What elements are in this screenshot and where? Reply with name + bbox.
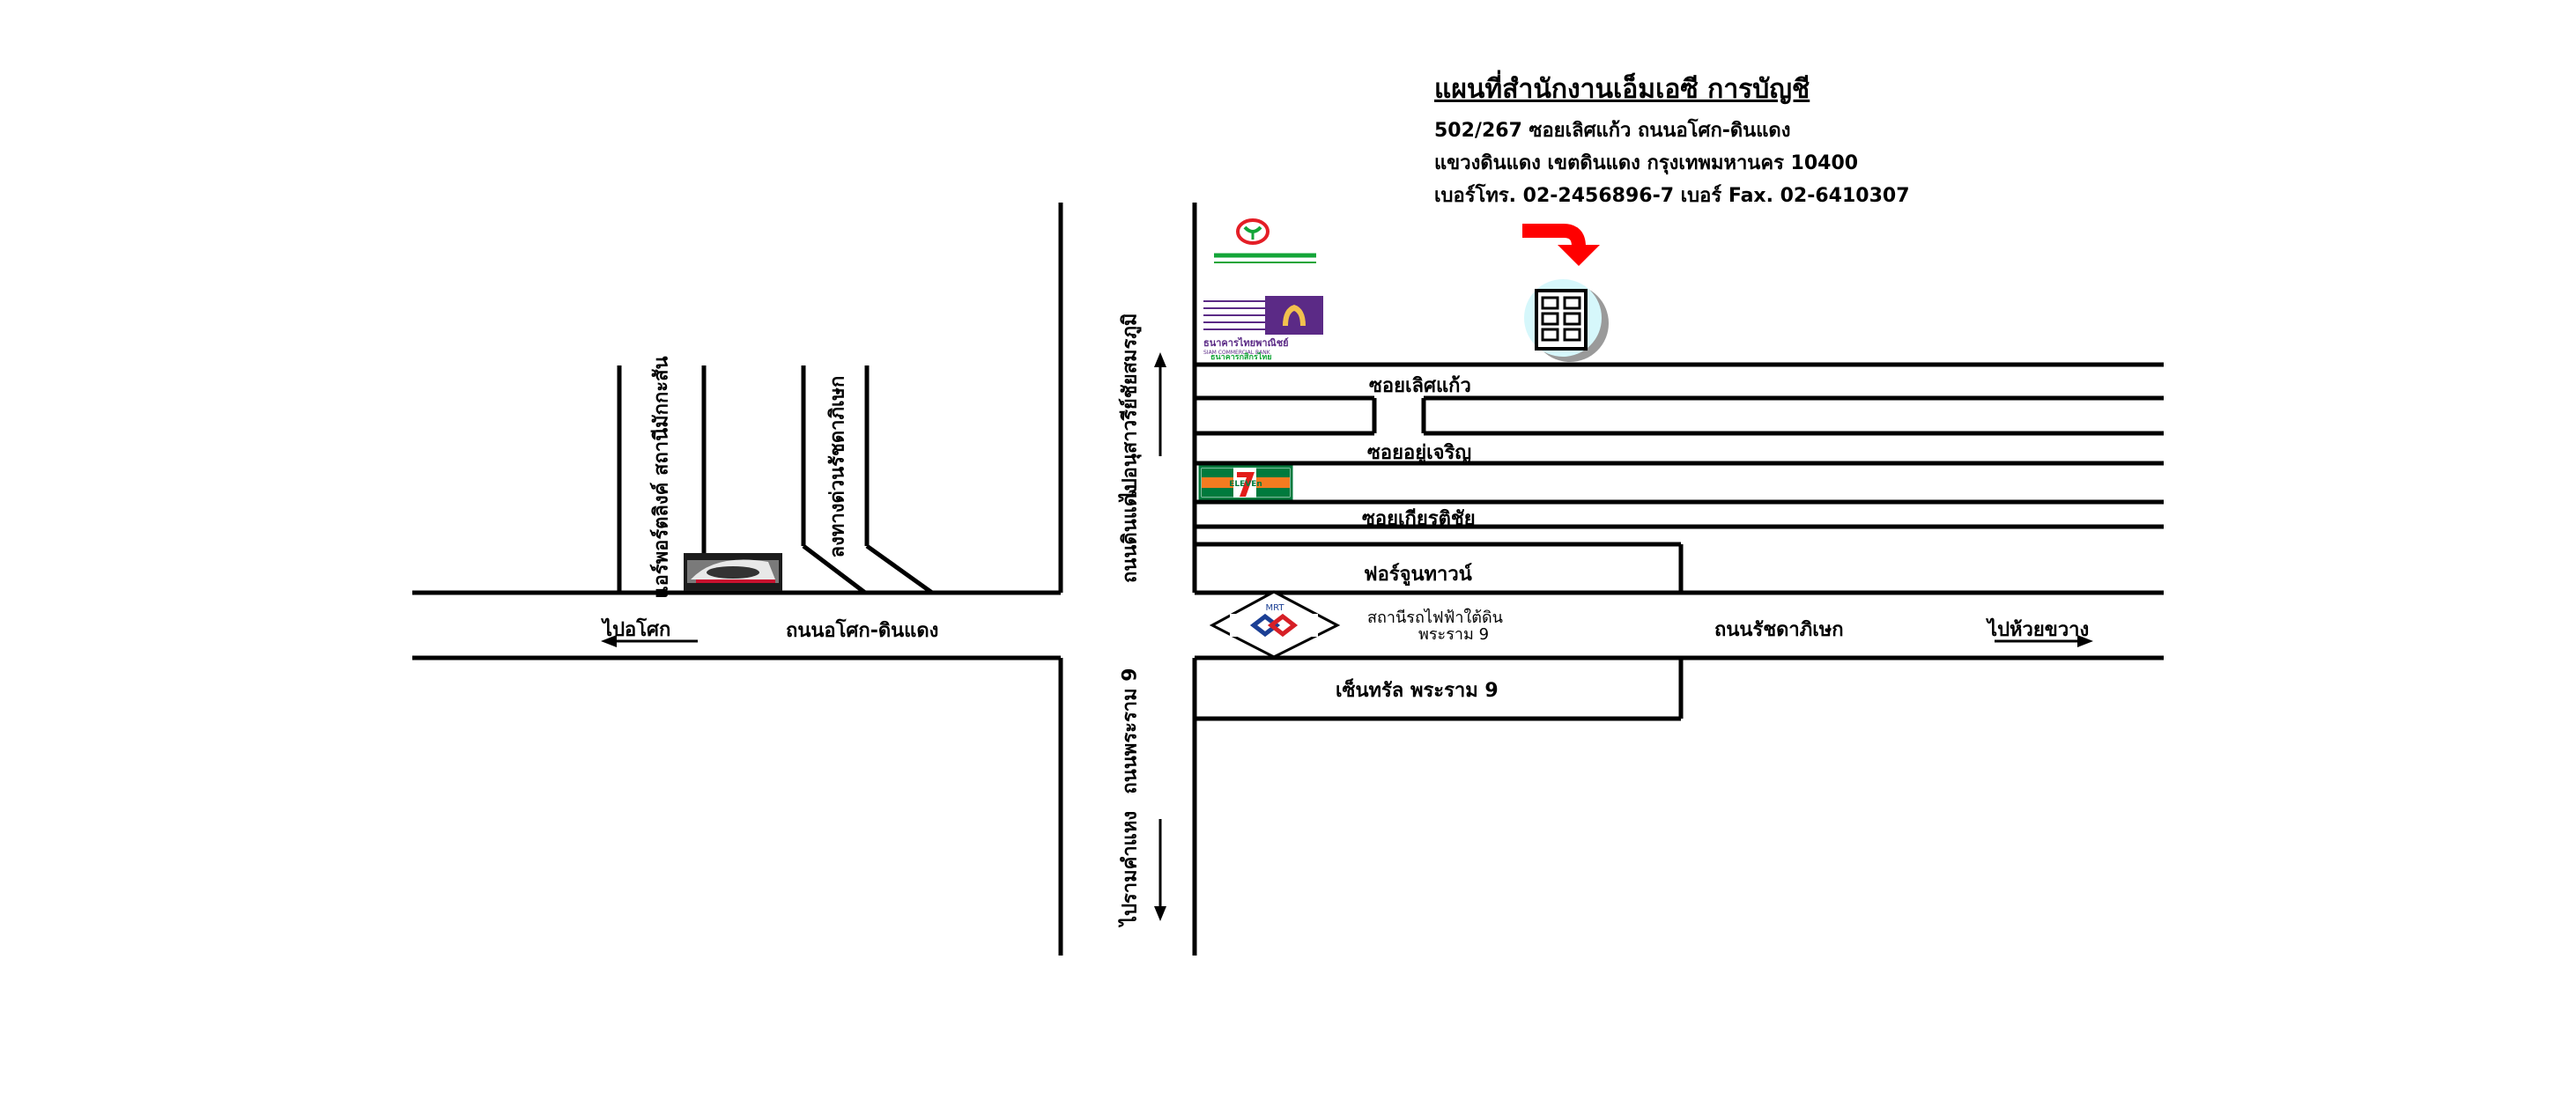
red-pointer-arrow-icon (1522, 224, 1600, 266)
seven-eleven-wordmark: ELEVEn (1229, 480, 1262, 489)
soi-lertkaew-label: ซอยเลิศแก้ว (1369, 375, 1471, 397)
expressway-exit-label: ลงทางด่วนรัชดาภิเษก (826, 375, 849, 558)
address-line-2: แขวงดินแดง เขตดินแดง กรุงเทพมหานคร 10400 (1434, 152, 1859, 174)
airport-link-makkasan-label: แอร์พอร์ตลิงค์ สถานีมักกะสัน (650, 356, 673, 599)
kbank-logo-icon (1214, 218, 1316, 263)
scb-logo-icon: ธนาคารไทยพาณิชย์ SIAM COMMERCIAL BANK (1203, 296, 1323, 356)
rama9-road-label: ถนนพระราม 9 (1119, 668, 1142, 794)
to-asoke-label: ไปอโศก (603, 619, 671, 641)
map-title: แผนที่สำนักงานเอ็มเอซี การบัญชี (1434, 74, 1810, 105)
asoke-dindaeng-road-label: ถนนอโศก-ดินแดง (786, 620, 939, 642)
fortune-town-label: ฟอร์จูนทาวน์ (1364, 564, 1472, 586)
road-lines (412, 203, 2164, 956)
seven-eleven-logo-icon: ELEVEn (1198, 465, 1293, 500)
office-building-icon (1524, 279, 1609, 362)
to-ram-khamhaeng-label: ไปรามคำแหง (1119, 810, 1142, 926)
mrt-logo-icon: MRT (1209, 590, 1341, 659)
direction-arrows (601, 352, 2093, 921)
airport-link-train-icon (684, 553, 782, 591)
mrt-station-label-line1: สถานีรถไฟฟ้าใต้ดิน (1367, 609, 1503, 627)
contact-line: เบอร์โทร. 02-2456896-7 เบอร์ Fax. 02-641… (1434, 185, 1910, 207)
ratchadaphisek-road-label: ถนนรัชดาภิเษก (1714, 619, 1844, 641)
scb-name-english: SIAM COMMERCIAL BANK (1203, 350, 1271, 356)
scb-name-thai: ธนาคารไทยพาณิชย์ (1203, 336, 1289, 349)
din-daeng-road-label: ถนนดินแดง (1119, 484, 1142, 583)
to-victory-monument-label: ไปอนุสาวรีย์ชัยสมรภูมิ (1119, 313, 1142, 501)
to-huai-khwang-label: ไปห้วยขวาง (1988, 619, 2090, 641)
mrt-logo-text: MRT (1266, 603, 1285, 613)
kbank-name: ธนาคารกสิกรไทย (1210, 353, 1272, 362)
address-line-1: 502/267 ซอยเลิศแก้ว ถนนอโศก-ดินแดง (1434, 120, 1791, 142)
mrt-station-label-line2: พระราม 9 (1418, 625, 1490, 644)
central-rama9-label: เซ็นทรัล พระราม 9 (1336, 680, 1499, 702)
soi-kiattichai-label: ซอยเกียรติชัย (1362, 508, 1476, 530)
soi-yucharoen-label: ซอยอยู่เจริญ (1367, 442, 1472, 464)
